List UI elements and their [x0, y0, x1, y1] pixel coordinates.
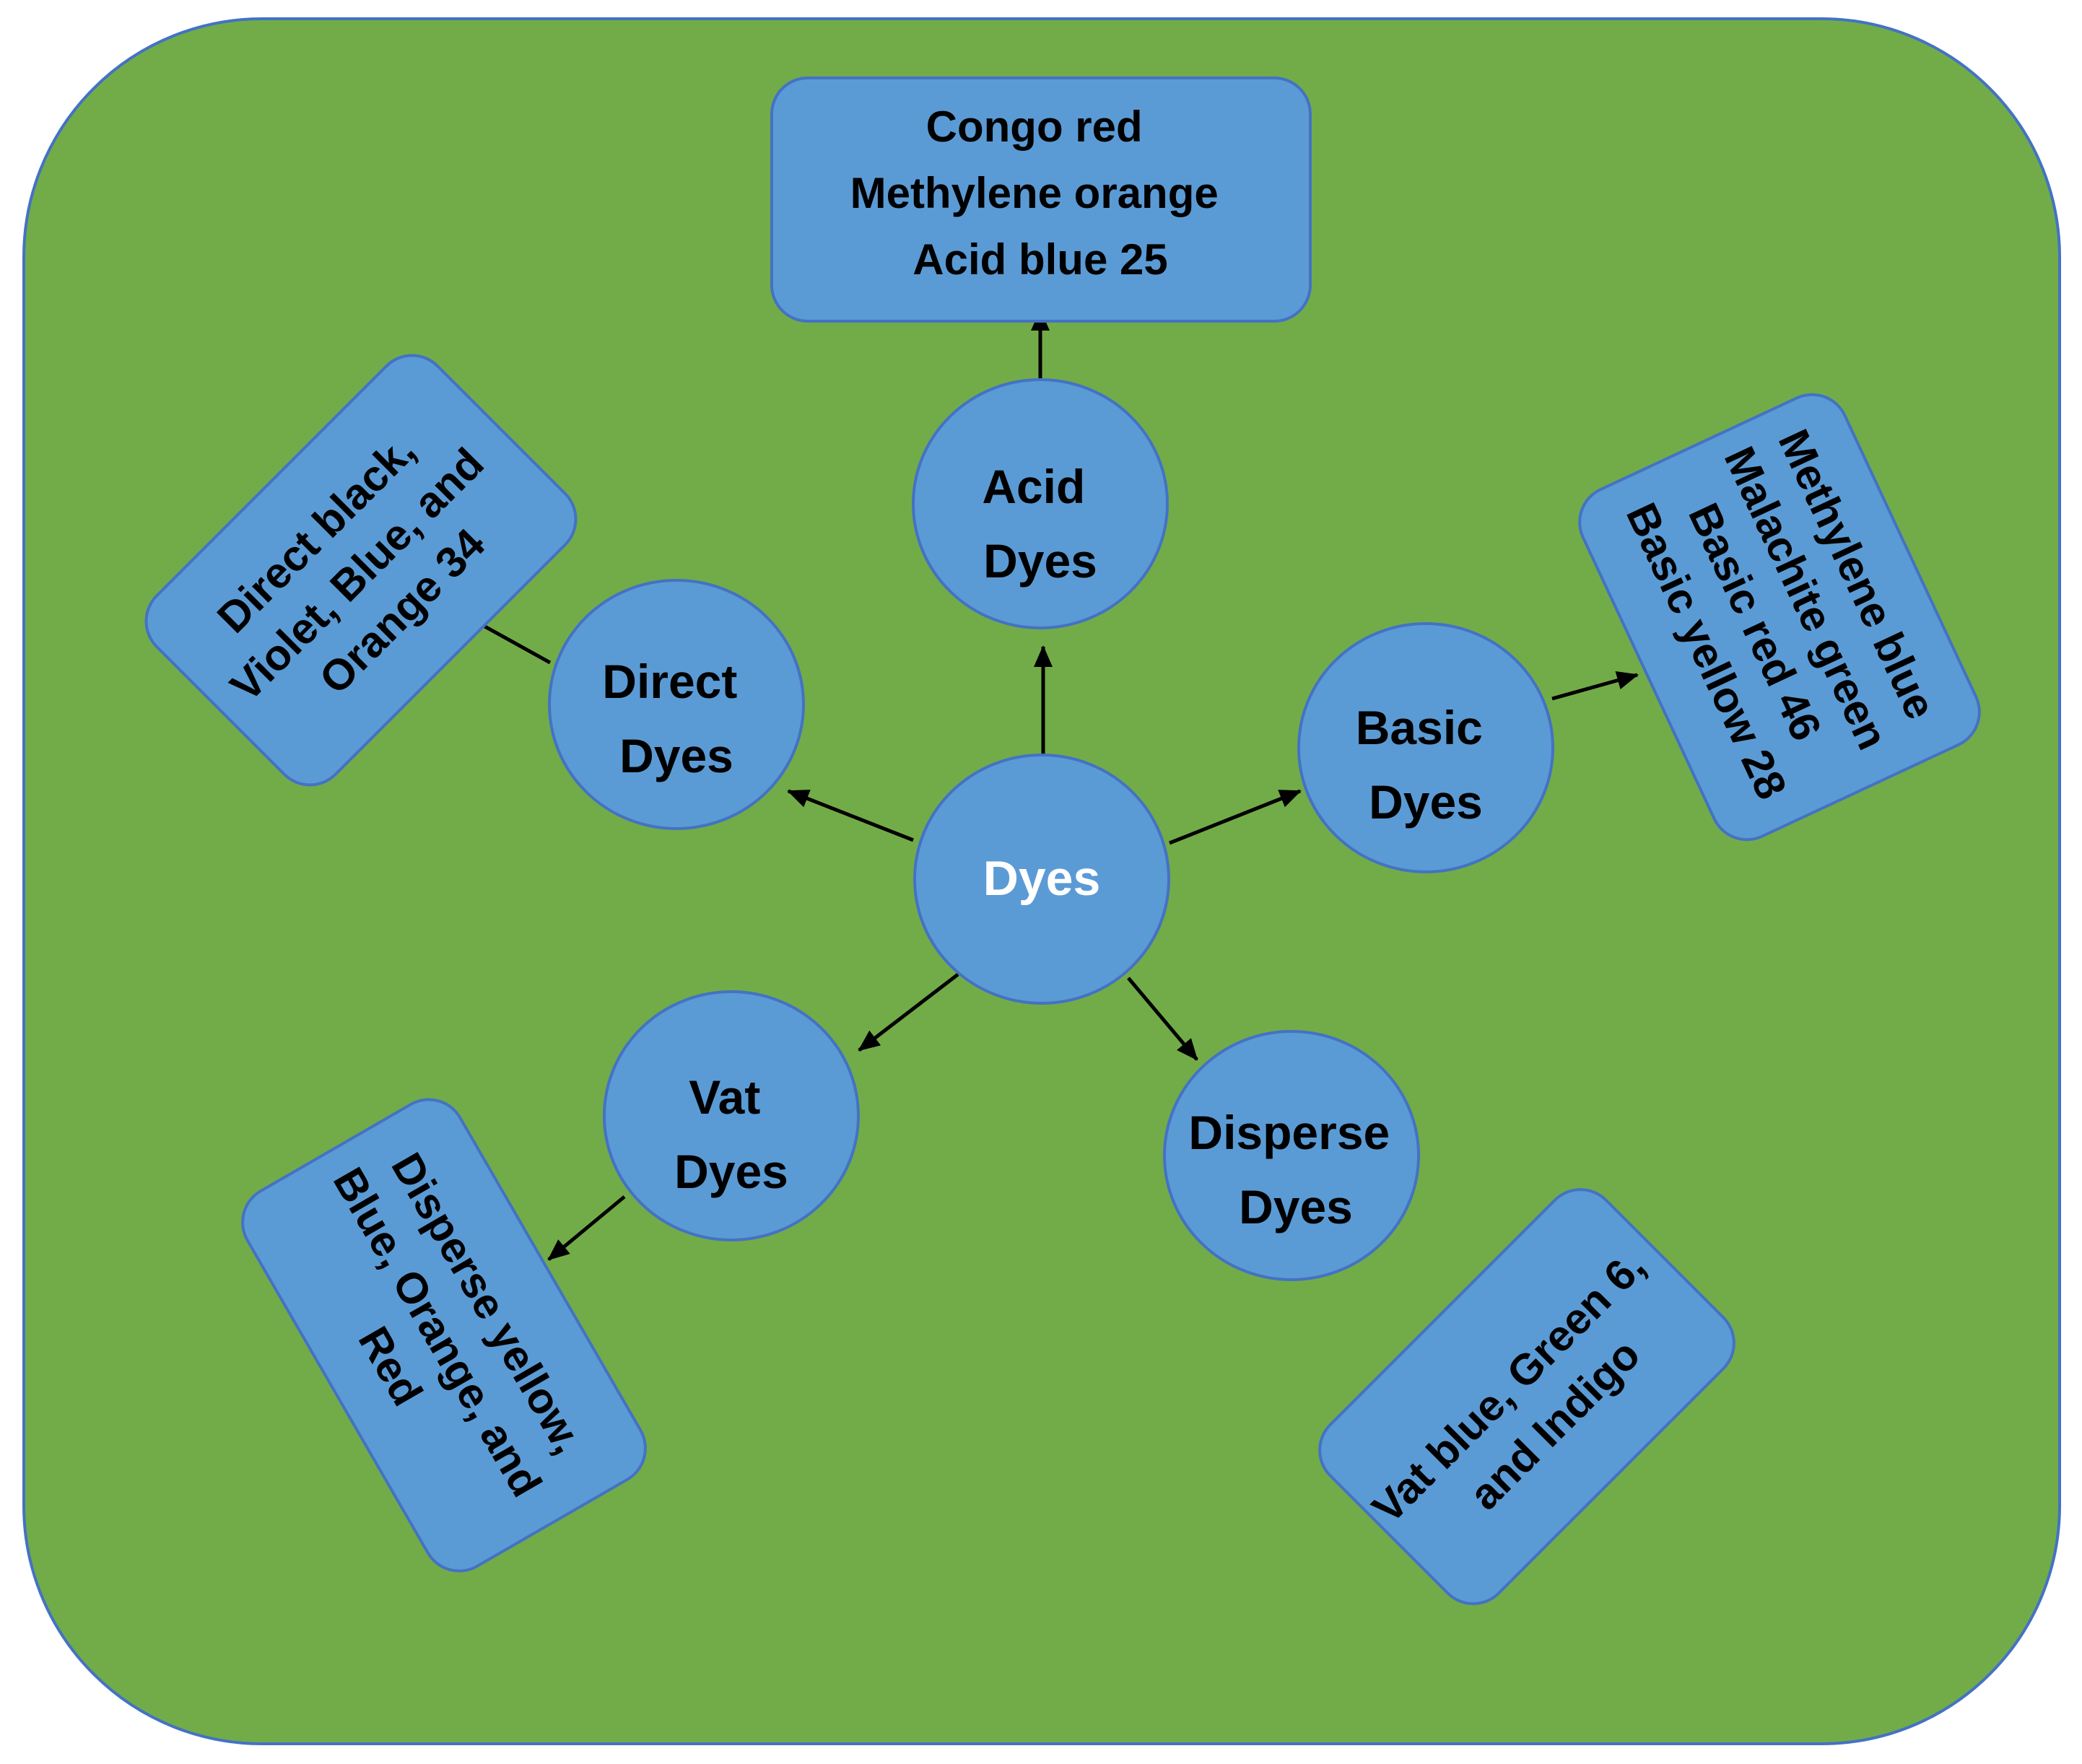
direct-dyes-line: Direct [602, 655, 737, 708]
acid-dyes-node: Acid Dyes [912, 378, 1169, 629]
arrow-center-to-basic [1169, 789, 1302, 845]
acid-examples-text: Congo red Methylene orange Acid blue 25 [850, 102, 1231, 284]
vat-dyes-line: Vat [689, 1070, 760, 1124]
disperse-dyes-label: Disperse Dyes [1188, 1106, 1403, 1234]
vat-examples-box: Disperse yellow, Blue, Orange, and Red [241, 1098, 647, 1573]
dyes-center-node: Dyes [913, 754, 1170, 1005]
arrow-center-to-vat [858, 973, 959, 1052]
acid-dyes-line: Acid [982, 460, 1085, 513]
basic-dyes-line: Dyes [1369, 775, 1483, 829]
direct-dyes-line: Dyes [619, 729, 733, 782]
disperse-dyes-line: Dyes [1239, 1180, 1353, 1234]
basic-dyes-label: Basic Dyes [1356, 701, 1496, 829]
vat-dyes-label: Vat Dyes [674, 1070, 788, 1198]
acid-dyes-label: Acid Dyes [982, 460, 1098, 588]
vat-dyes-line: Dyes [674, 1145, 788, 1198]
basic-dyes-line: Basic [1356, 701, 1483, 754]
vat-dyes-node: Vat Dyes [603, 990, 860, 1241]
arrow-center-to-direct [787, 789, 914, 842]
disperse-dyes-line: Disperse [1188, 1106, 1390, 1159]
arrow-center-to-disperse [1127, 977, 1198, 1061]
basic-examples-box: Methylene blue Malachite green Basic red… [1578, 393, 1981, 842]
arrow-basic-to-examples [1551, 671, 1639, 701]
basic-dyes-node: Basic Dyes [1297, 622, 1554, 873]
acid-examples-line: Congo red [926, 102, 1143, 151]
acid-examples-box: Congo red Methylene orange Acid blue 25 [770, 77, 1312, 323]
disperse-dyes-node: Disperse Dyes [1163, 1030, 1420, 1281]
acid-examples-line: Methylene orange [850, 169, 1219, 217]
acid-dyes-line: Dyes [983, 534, 1097, 588]
direct-dyes-label: Direct Dyes [602, 655, 750, 782]
acid-examples-line: Acid blue 25 [912, 235, 1167, 284]
center-label: Dyes [983, 851, 1101, 906]
arrow-vat-to-examples [547, 1195, 626, 1261]
direct-dyes-node: Direct Dyes [548, 579, 805, 830]
